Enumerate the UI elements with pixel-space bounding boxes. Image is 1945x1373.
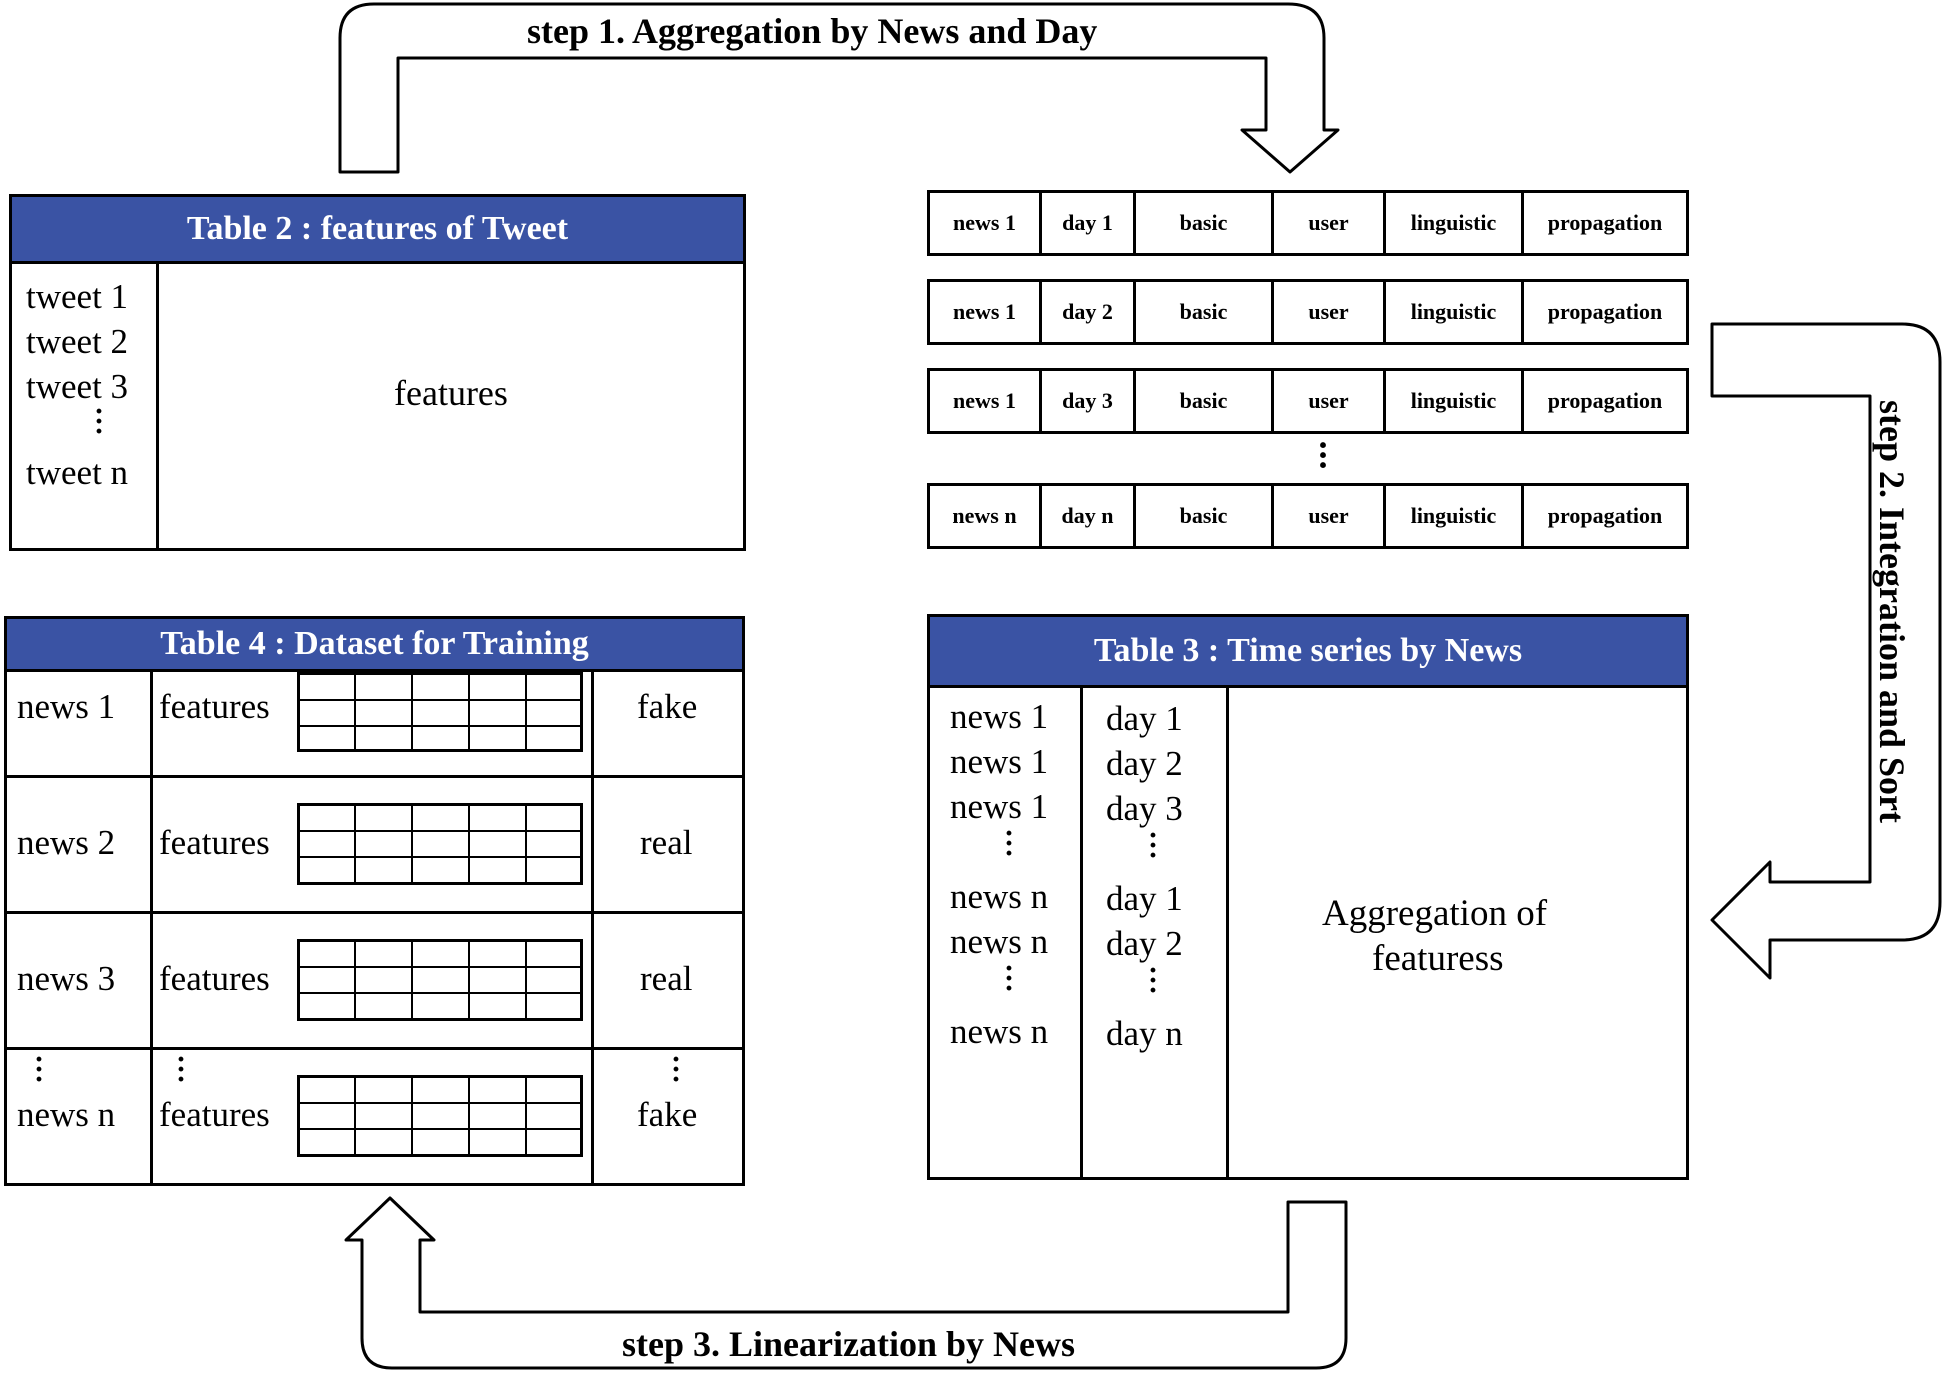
agg-cell: user (1274, 193, 1386, 253)
step2-label: step 2. Integration and Sort (1872, 400, 1912, 824)
table4-ellipsis: ··· (175, 1043, 186, 1096)
agg-cell: news 1 (930, 282, 1042, 342)
table4-title: Table 4 : Dataset for Training (7, 619, 742, 672)
agg-cell: basic (1136, 193, 1274, 253)
table3-divider (1226, 685, 1229, 1177)
agg-cell: user (1274, 486, 1386, 546)
table3-aggregation-text: featuress (1372, 938, 1504, 979)
table2-row: tweet 2 (26, 322, 129, 361)
step1-label: step 1. Aggregation by News and Day (527, 11, 1098, 51)
feature-matrix (297, 939, 583, 1021)
table4-label: fake (637, 687, 698, 726)
table3-news: news n (950, 1012, 1049, 1051)
table4-features: features (159, 959, 270, 998)
agg-cell: linguistic (1386, 193, 1524, 253)
aggregated-row: news 1 day 3 basic user linguistic propa… (927, 368, 1689, 434)
step3-label: step 3. Linearization by News (622, 1324, 1075, 1364)
table4-label: fake (637, 1095, 698, 1134)
table4-divider (591, 669, 594, 1183)
table2-row: tweet n (26, 453, 129, 492)
table4-ellipsis: ··· (33, 1043, 44, 1096)
table3-news: news n (950, 922, 1049, 961)
table3: Table 3 : Time series by News news 1 new… (927, 614, 1689, 1180)
agg-cell: propagation (1547, 388, 1663, 413)
table4-divider (150, 669, 153, 1183)
agg-cell: propagation (1547, 503, 1663, 528)
table4-features: features (159, 687, 270, 726)
table3-news: news 1 (950, 787, 1049, 826)
table4-row-divider (7, 775, 742, 778)
agg-cell: basic (1136, 486, 1274, 546)
agg-cell: news 1 (930, 371, 1042, 431)
table3-day: day 2 (1106, 744, 1183, 783)
aggregated-row: news 1 day 2 basic user linguistic propa… (927, 279, 1689, 345)
table4-features: features (159, 1095, 270, 1134)
table2: Table 2 : features of Tweet tweet 1 twee… (9, 194, 746, 551)
agg-cell: basic (1136, 371, 1274, 431)
table2-row: tweet 3 (26, 367, 129, 406)
table4-label: real (640, 959, 693, 998)
aggregated-ellipsis: ··· (1316, 425, 1329, 485)
feature-matrix (297, 672, 583, 752)
agg-cell: day 1 (1042, 193, 1136, 253)
table4-ellipsis: ··· (670, 1043, 681, 1096)
aggregated-row: news n day n basic user linguistic propa… (927, 483, 1689, 549)
agg-cell: day n (1042, 486, 1136, 546)
table2-title: Table 2 : features of Tweet (12, 197, 743, 264)
table2-features: features (394, 373, 508, 413)
table3-ellipsis: ··· (1003, 817, 1014, 870)
table3-day: day 3 (1106, 789, 1183, 828)
feature-matrix (297, 803, 583, 885)
table3-news: news n (950, 877, 1049, 916)
agg-cell: user (1274, 282, 1386, 342)
table3-news: news 1 (950, 742, 1049, 781)
table3-ellipsis: ··· (1147, 954, 1158, 1007)
agg-cell: day 2 (1042, 282, 1136, 342)
table3-day: day 2 (1106, 924, 1183, 963)
table4-news: news 3 (17, 959, 116, 998)
table2-divider (156, 261, 159, 548)
agg-cell: propagation (1547, 299, 1663, 324)
table3-news: news 1 (950, 697, 1049, 736)
table4: Table 4 : Dataset for Training news 1 fe… (4, 616, 745, 1186)
table4-news: news 1 (17, 687, 116, 726)
agg-cell: user (1274, 371, 1386, 431)
aggregated-row: news 1 day 1 basic user linguistic propa… (927, 190, 1689, 256)
table3-day: day n (1106, 1014, 1183, 1053)
agg-cell: day 3 (1042, 371, 1136, 431)
table3-ellipsis: ··· (1003, 952, 1014, 1005)
step1-arrow (338, 2, 1340, 174)
agg-cell: linguistic (1386, 486, 1524, 546)
table3-title: Table 3 : Time series by News (930, 617, 1686, 688)
agg-cell: news 1 (930, 193, 1042, 253)
table4-row-divider (7, 911, 742, 914)
feature-matrix (297, 1075, 583, 1157)
agg-cell: basic (1136, 282, 1274, 342)
table2-row: tweet 1 (26, 277, 129, 316)
agg-cell: linguistic (1386, 371, 1524, 431)
step3-arrow (344, 1196, 1348, 1370)
table3-ellipsis: ··· (1147, 819, 1158, 872)
table4-label: real (640, 823, 693, 862)
table4-features: features (159, 823, 270, 862)
table3-day: day 1 (1106, 699, 1183, 738)
table4-row-divider (7, 1047, 742, 1050)
table3-divider (1080, 685, 1083, 1177)
table3-day: day 1 (1106, 879, 1183, 918)
step2-arrow (1710, 322, 1942, 980)
table2-ellipsis: ··· (93, 395, 104, 448)
agg-cell: news n (930, 486, 1042, 546)
agg-cell: linguistic (1386, 282, 1524, 342)
table4-news: news 2 (17, 823, 116, 862)
agg-cell: propagation (1547, 210, 1663, 235)
table3-aggregation-text: Aggregation of (1322, 893, 1548, 934)
table4-news: news n (17, 1095, 116, 1134)
